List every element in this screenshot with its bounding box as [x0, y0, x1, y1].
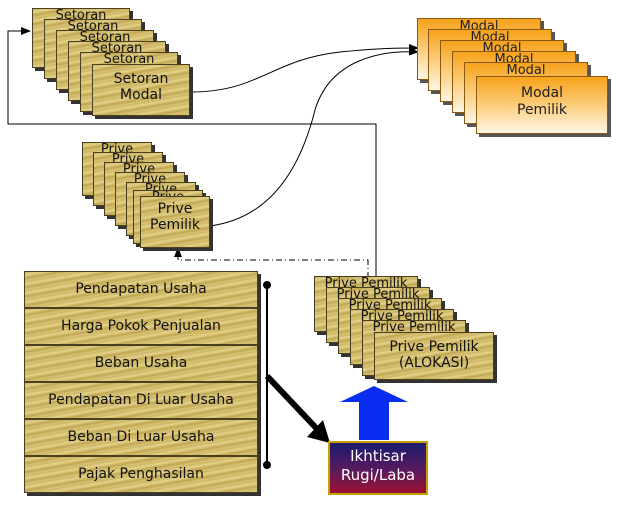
prive-alokasi-line2: (ALOKASI)	[398, 355, 470, 372]
blue-up-arrow	[340, 386, 408, 440]
prive-to-modal-curve	[209, 47, 419, 227]
income-item-label: Pendapatan Usaha	[75, 281, 207, 298]
setoran-to-modal-curve	[189, 44, 419, 93]
modal-pemilik-line1: Modal	[521, 85, 563, 101]
income-item-pendapatan-luar-usaha: Pendapatan Di Luar Usaha	[24, 382, 258, 419]
income-item-label: Harga Pokok Penjualan	[61, 318, 221, 335]
income-item-pendapatan-usaha: Pendapatan Usaha	[24, 271, 258, 308]
income-item-beban-luar-usaha: Beban Di Luar Usaha	[24, 419, 258, 456]
income-item-harga-pokok-penjualan: Harga Pokok Penjualan	[24, 308, 258, 345]
income-item-label: Pajak Penghasilan	[78, 466, 204, 483]
modal-pemilik-card: Modal Pemilik	[476, 76, 608, 134]
alokasi-card-label: Prive Pemilik	[372, 320, 456, 335]
bracket-to-ikhtisar-arrow	[264, 373, 321, 433]
alokasi-to-setoran-line	[7, 27, 377, 278]
setoran-modal-card: Setoran Modal	[92, 64, 190, 116]
income-item-label: Beban Usaha	[94, 355, 188, 372]
alokasi-to-prive-dashdot	[174, 247, 369, 278]
income-item-beban-usaha: Beban Usaha	[24, 345, 258, 382]
income-item-pajak-penghasilan: Pajak Penghasilan	[24, 456, 258, 493]
income-item-label: Beban Di Luar Usaha	[67, 429, 215, 446]
prive-pemilik-line1: Prive	[157, 201, 193, 217]
setoran-modal-line1: Setoran	[113, 71, 169, 87]
ikhtisar-line1: Ikhtisar	[350, 447, 406, 465]
bracket-arrow-head	[307, 420, 330, 443]
prive-pemilik-line2: Pemilik	[150, 217, 200, 234]
bracket-top-dot	[263, 281, 271, 289]
ikhtisar-line2: Rugi/Laba	[340, 465, 416, 484]
setoran-modal-line2: Modal	[120, 87, 162, 104]
bracket-bottom-dot	[263, 461, 271, 469]
ikhtisar-rugi-laba-box: Ikhtisar Rugi/Laba	[328, 441, 428, 495]
prive-alokasi-card: Prive Pemilik (ALOKASI)	[374, 332, 494, 380]
prive-pemilik-card: Prive Pemilik	[140, 196, 210, 248]
prive-alokasi-line1: Prive Pemilik	[389, 339, 479, 355]
income-item-label: Pendapatan Di Luar Usaha	[48, 392, 234, 409]
modal-card-label: Modal	[506, 63, 546, 78]
setoran-card-label: Setoran	[103, 52, 155, 67]
modal-pemilik-line2: Pemilik	[517, 101, 567, 118]
